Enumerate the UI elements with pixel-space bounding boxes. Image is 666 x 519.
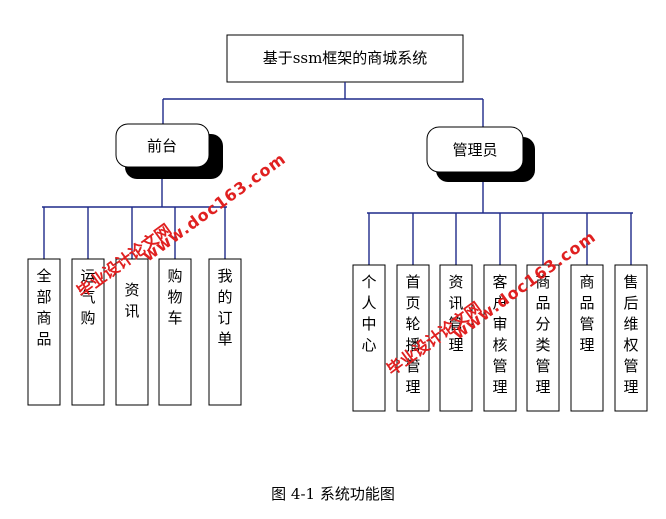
child-label: 我的订单 <box>217 267 232 348</box>
admin-node: 管理员 <box>426 126 535 182</box>
root-node: 基于ssm框架的商城系统 <box>226 34 464 83</box>
admin-children: 个人中心 首页轮播管理 资讯管理 客户审核管理 商品分类管理 商品管理 售后维权管理 <box>352 264 648 412</box>
child-node: 售后维权管理 <box>614 264 648 412</box>
root-label: 基于ssm框架的商城系统 <box>263 49 428 67</box>
child-label: 商品管理 <box>579 273 594 354</box>
front-children: 全部商品 运气购 资讯 购物车 我的订单 <box>27 258 242 406</box>
child-node: 首页轮播管理 <box>396 264 430 412</box>
child-label: 售后维权管理 <box>623 273 638 396</box>
child-label: 购物车 <box>167 267 182 327</box>
child-node: 商品管理 <box>570 264 604 412</box>
child-label: 运气购 <box>80 267 95 327</box>
child-node: 全部商品 <box>27 258 61 406</box>
child-node: 客户审核管理 <box>483 264 517 412</box>
child-label: 资讯 <box>124 281 139 320</box>
connector-lines <box>42 82 633 265</box>
child-node: 商品分类管理 <box>526 264 560 412</box>
child-label: 客户审核管理 <box>492 273 507 396</box>
front-label: 前台 <box>147 137 177 155</box>
child-label: 全部商品 <box>36 267 51 348</box>
child-node: 资讯 <box>115 258 149 406</box>
figure-caption: 图 4-1 系统功能图 <box>271 485 395 503</box>
child-label: 商品分类管理 <box>535 273 550 396</box>
child-node: 资讯管理 <box>439 264 473 412</box>
child-label: 首页轮播管理 <box>405 273 420 396</box>
child-node: 个人中心 <box>352 264 386 412</box>
admin-label: 管理员 <box>452 141 497 159</box>
child-label: 个人中心 <box>361 273 376 354</box>
child-node: 我的订单 <box>208 258 242 406</box>
child-node: 运气购 <box>71 258 105 406</box>
front-node: 前台 <box>115 123 223 179</box>
child-label: 资讯管理 <box>448 273 463 354</box>
child-node: 购物车 <box>158 258 192 406</box>
